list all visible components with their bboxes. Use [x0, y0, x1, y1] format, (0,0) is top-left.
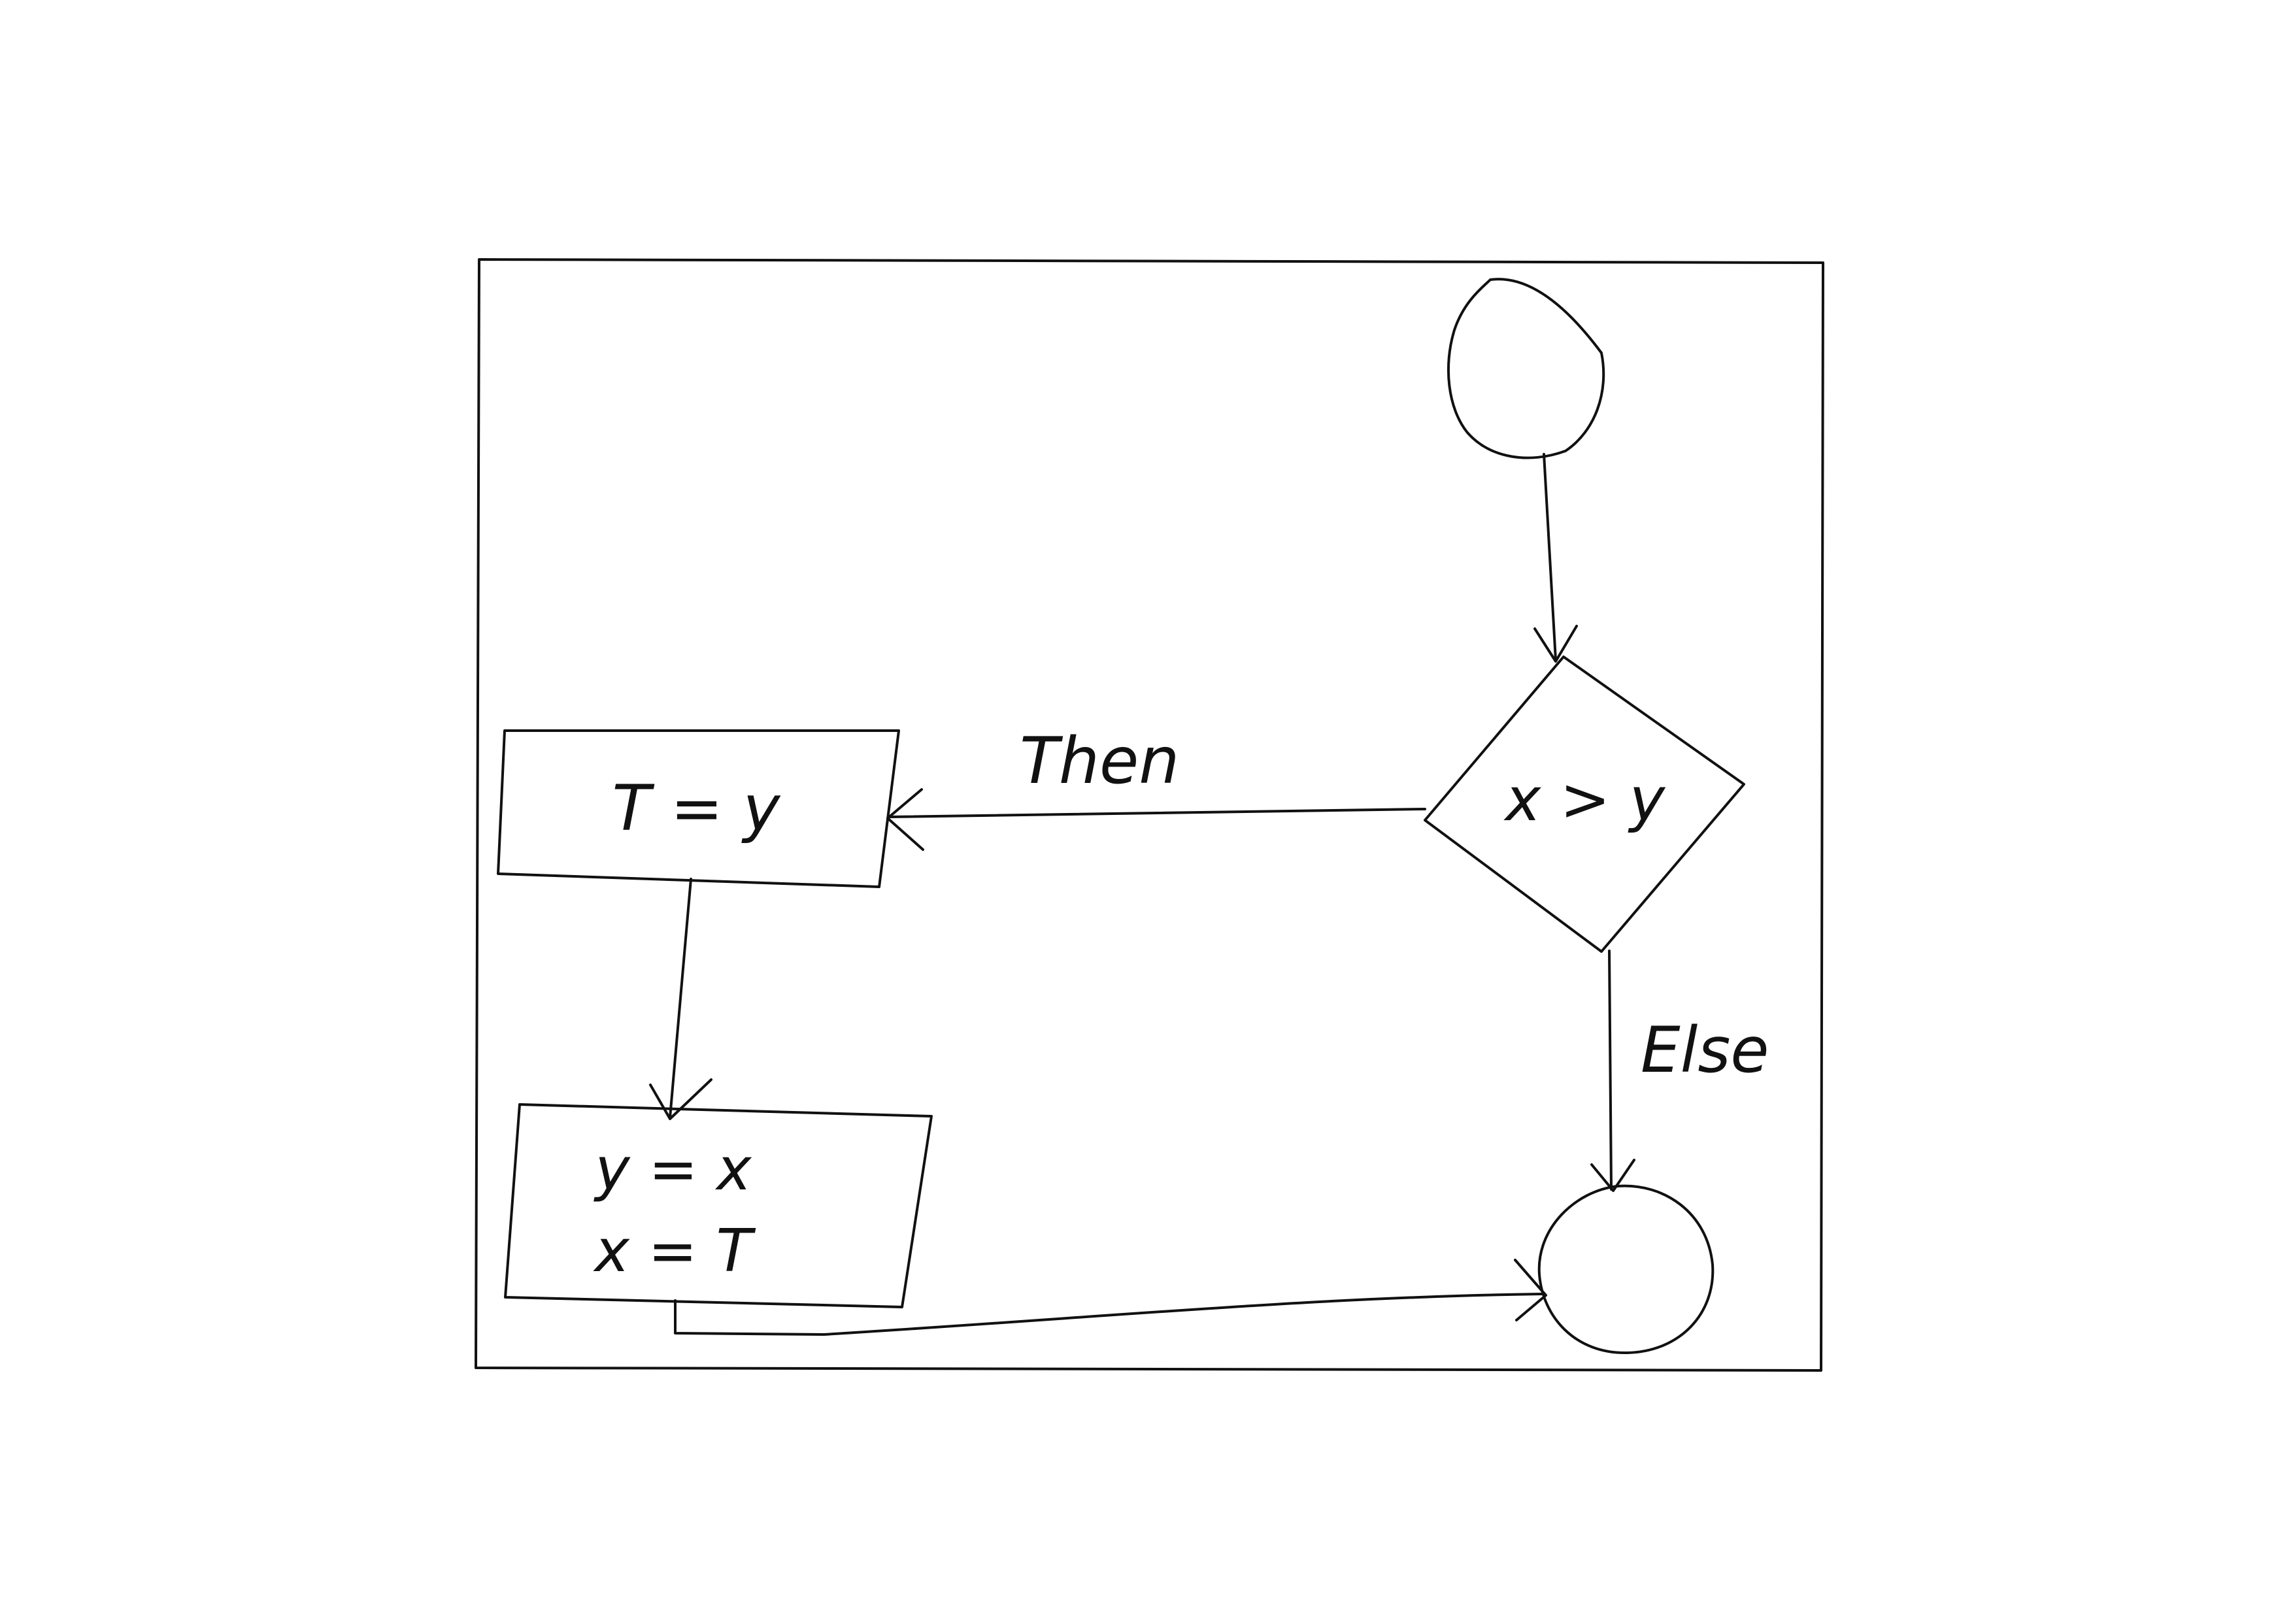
edge-then-label: Then	[1020, 724, 1179, 799]
diagram-frame	[475, 258, 1824, 1372]
end-node	[1537, 1184, 1715, 1355]
assign-t-label: T = y	[612, 772, 781, 845]
decision-label: x > y	[1503, 765, 1666, 835]
edge-assign-to-swap	[669, 878, 692, 1119]
arrowhead-else	[1590, 1159, 1635, 1192]
swap-node	[504, 1103, 933, 1308]
arrowhead-end-in	[1514, 1259, 1547, 1321]
arrowhead-decision-in	[1533, 625, 1578, 663]
arrowhead-swap-in	[649, 1078, 712, 1120]
swap-line-2: x = T	[593, 1217, 756, 1285]
swap-line-1: y = x	[593, 1135, 752, 1204]
edge-then	[888, 808, 1426, 818]
edge-start-to-decision	[1543, 453, 1557, 661]
start-node	[1447, 278, 1605, 459]
arrowhead-then	[886, 788, 924, 851]
decision-node	[1424, 655, 1745, 953]
edge-swap-to-end	[674, 1293, 1544, 1336]
assign-t-node	[497, 729, 900, 888]
edge-else	[1608, 950, 1613, 1191]
edge-else-label: Else	[1641, 1014, 1769, 1087]
